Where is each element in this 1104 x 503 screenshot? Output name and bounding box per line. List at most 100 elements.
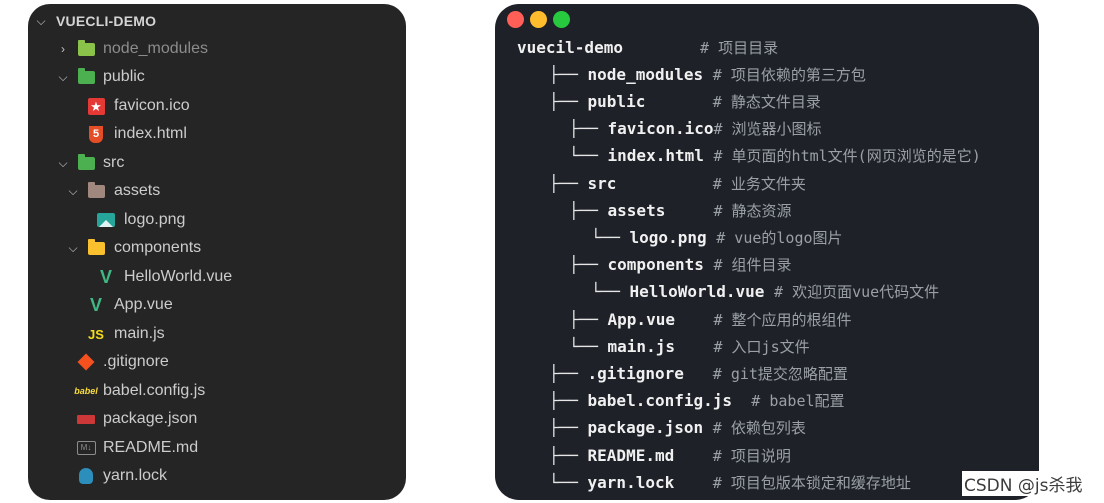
tree-line: ├── node_modules # 项目依赖的第三方包 [549, 61, 866, 88]
tree-line: ├── package.json # 依赖包列表 [549, 414, 806, 441]
tree-line-root: vuecil-demo # 项目目录 [517, 34, 778, 61]
tree-item-readme[interactable]: M↓ README.md [28, 434, 406, 462]
public-folder-icon [76, 67, 96, 87]
tree-node-name: src [587, 174, 617, 193]
tree-comment: # 项目依赖的第三方包 [712, 66, 866, 84]
tree-branch: ├── [569, 310, 608, 329]
tree-line: └── yarn.lock # 项目包版本锁定和缓存地址 [549, 469, 911, 496]
chevron-down-icon[interactable]: ⌵ [36, 13, 46, 28]
tree-item-package-json[interactable]: package.json [28, 405, 406, 433]
tree-branch: ├── [549, 65, 588, 84]
tree-item-favicon[interactable]: ★ favicon.ico [28, 92, 406, 120]
tree-comment: # 项目说明 [712, 447, 791, 465]
tree-node-name: main.js [607, 337, 675, 356]
tree-comment: # babel配置 [751, 392, 845, 410]
tree-item-label: main.js [114, 325, 165, 342]
tree-branch: ├── [569, 201, 608, 220]
tree-gap [623, 38, 700, 57]
tree-gap [703, 418, 713, 437]
tree-item-label: src [103, 154, 125, 171]
tree-item-label: components [114, 239, 202, 256]
tree-gap [704, 146, 714, 165]
tree-branch: ├── [549, 391, 588, 410]
tree-gap [674, 473, 713, 492]
tree-item-index-html[interactable]: 5 index.html [28, 120, 406, 148]
tree-node-name: node_modules [587, 65, 704, 84]
tree-item-label: babel.config.js [103, 382, 206, 399]
tree-item-helloworld-vue[interactable]: V HelloWorld.vue [28, 263, 406, 291]
tree-item-yarn-lock[interactable]: yarn.lock [28, 462, 406, 490]
chevron-down-icon[interactable]: ⌵ [58, 69, 68, 84]
tree-branch: ├── [549, 92, 588, 111]
tree-item-label: assets [114, 182, 161, 199]
tree-item-label: yarn.lock [103, 467, 168, 484]
tree-line: ├── babel.config.js # babel配置 [549, 387, 845, 414]
tree-gap [675, 310, 714, 329]
tree-branch: ├── [569, 119, 608, 138]
tree-item-gitignore[interactable]: .gitignore [28, 348, 406, 376]
tree-node-name: index.html [607, 146, 704, 165]
tree-comment: # git提交忽略配置 [712, 365, 848, 383]
tree-branch: └── [549, 473, 588, 492]
tree-branch: └── [591, 228, 630, 247]
tree-line: ├── components # 组件目录 [569, 251, 792, 278]
tree-item-app-vue[interactable]: V App.vue [28, 291, 406, 319]
chevron-down-icon[interactable]: ⌵ [68, 240, 78, 255]
tree-line: └── logo.png # vue的logo图片 [591, 224, 843, 251]
src-folder-icon [76, 153, 96, 173]
terminal-panel: vuecil-demo # 项目目录 ├── node_modules # 项目… [495, 4, 1039, 500]
chevron-down-icon[interactable]: ⌵ [68, 183, 78, 198]
tree-comment: # 整个应用的根组件 [713, 311, 852, 329]
chevron-down-icon[interactable]: ⌵ [58, 155, 68, 170]
html5-icon: 5 [86, 124, 106, 144]
tree-item-components[interactable]: ⌵ components [28, 234, 406, 262]
tree-line: ├── .gitignore # git提交忽略配置 [549, 360, 848, 387]
tree-comment: # 项目目录 [700, 39, 779, 57]
tree-item-src[interactable]: ⌵ src [28, 149, 406, 177]
git-icon [76, 352, 96, 372]
vue-icon: V [89, 294, 102, 315]
tree-node-name: public [587, 92, 646, 111]
tree-comment: # 静态资源 [713, 202, 792, 220]
tree-comment: # 依赖包列表 [712, 419, 806, 437]
explorer-root-row[interactable]: ⌵ VUECLI-DEMO [28, 7, 406, 35]
tree-gap [616, 174, 712, 193]
tree-item-logo-png[interactable]: logo.png [28, 206, 406, 234]
tree-node-name: assets [607, 201, 666, 220]
tree-item-label: node_modules [103, 40, 208, 57]
tree-item-label: App.vue [114, 296, 173, 313]
tree-gap [704, 255, 714, 274]
tree-item-assets[interactable]: ⌵ assets [28, 177, 406, 205]
tree-gap [732, 391, 751, 410]
tree-item-main-js[interactable]: JS main.js [28, 320, 406, 348]
tree-comment: # 业务文件夹 [712, 175, 806, 193]
tree-comment: # 静态文件目录 [712, 93, 821, 111]
maximize-window-dot[interactable] [553, 11, 570, 28]
minimize-window-dot[interactable] [530, 11, 547, 28]
chevron-right-icon[interactable]: › [61, 42, 65, 56]
tree-item-label: HelloWorld.vue [124, 268, 233, 285]
tree-item-babel-config[interactable]: babel babel.config.js [28, 377, 406, 405]
tree-branch: ├── [549, 174, 588, 193]
file-explorer-panel: ⌵ VUECLI-DEMO › node_modules ⌵ public ★ … [28, 4, 406, 500]
tree-item-public[interactable]: ⌵ public [28, 63, 406, 91]
tree-line: └── HelloWorld.vue # 欢迎页面vue代码文件 [591, 278, 939, 305]
tree-gap [764, 282, 774, 301]
tree-line: ├── assets # 静态资源 [569, 197, 792, 224]
tree-gap [703, 65, 713, 84]
tree-item-label: index.html [114, 125, 187, 142]
tree-line: ├── src # 业务文件夹 [549, 170, 806, 197]
tree-item-node-modules[interactable]: › node_modules [28, 35, 406, 63]
markdown-icon: M↓ [76, 438, 96, 458]
tree-node-name: logo.png [629, 228, 707, 247]
tree-branch: ├── [549, 446, 588, 465]
image-file-icon [96, 210, 116, 230]
tree-branch: └── [569, 146, 608, 165]
favicon-icon: ★ [86, 96, 106, 116]
tree-comment: # 组件目录 [713, 256, 792, 274]
tree-node-name: HelloWorld.vue [629, 282, 765, 301]
tree-branch: ├── [549, 418, 588, 437]
tree-node-name: README.md [587, 446, 675, 465]
tree-item-label: public [103, 68, 145, 85]
close-window-dot[interactable] [507, 11, 524, 28]
